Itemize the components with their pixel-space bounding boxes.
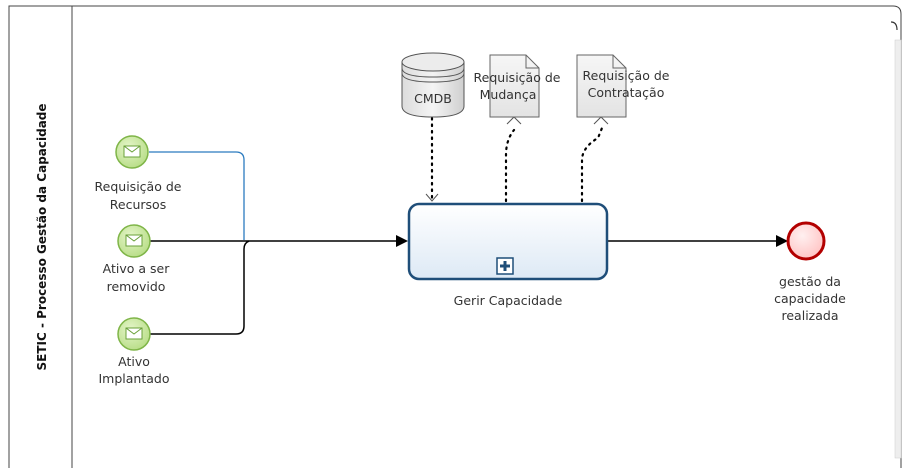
document-label-line1: Requisição de xyxy=(474,70,561,85)
data-store-cmdb[interactable]: CMDB xyxy=(401,52,465,118)
end-event-gestao-realizada[interactable]: gestão da capacidade realizada xyxy=(774,221,846,323)
pool-resize-handles[interactable] xyxy=(890,21,902,459)
association-arrow-cmdb xyxy=(425,193,439,202)
document-requisicao-mudanca[interactable]: Requisição de Mudança xyxy=(474,54,561,118)
data-store-label: CMDB xyxy=(414,91,452,106)
association-contratacao[interactable] xyxy=(580,126,604,203)
subprocess-expand-icon[interactable] xyxy=(496,257,514,275)
pool[interactable]: SETIC - Processo Gestão da Capacidade xyxy=(8,5,902,468)
flow-arrowhead xyxy=(396,235,408,247)
start-event-ativo-removido[interactable]: Ativo a ser removido xyxy=(103,224,171,294)
pool-scroll-edge[interactable] xyxy=(894,39,902,459)
association-arrow-mudanca xyxy=(506,116,522,125)
start-event-label-line2: removido xyxy=(107,279,166,294)
start-event-label-line1: Ativo xyxy=(118,354,150,369)
association-mudanca[interactable] xyxy=(504,128,516,203)
pool-label: SETIC - Processo Gestão da Capacidade xyxy=(35,103,49,370)
start-event-label-line1: Requisição de xyxy=(95,179,182,194)
data-associations xyxy=(425,116,609,203)
document-label-line2: Contratação xyxy=(588,85,665,100)
association-arrow-contratacao xyxy=(593,116,609,125)
flow-requisicao-recursos[interactable] xyxy=(149,151,245,240)
sequence-flows xyxy=(149,151,788,335)
document-label-line1: Requisição de xyxy=(583,68,670,83)
document-requisicao-contratacao[interactable]: Requisição de Contratação xyxy=(576,54,670,118)
start-event-label-line2: Implantado xyxy=(99,371,170,386)
end-event-label-line2: capacidade xyxy=(774,291,846,306)
flow-arrowhead-end xyxy=(776,235,788,247)
start-event-ativo-implantado[interactable]: Ativo Implantado xyxy=(99,317,170,386)
start-event-label-line1: Ativo a ser xyxy=(103,261,171,276)
flow-ativo-implantado[interactable] xyxy=(150,240,250,335)
task-gerir-capacidade[interactable]: Gerir Capacidade xyxy=(407,202,609,308)
end-event-label-line1: gestão da xyxy=(779,274,841,289)
end-event-label-line3: realizada xyxy=(782,308,839,323)
task-label: Gerir Capacidade xyxy=(454,293,563,308)
start-event-label-line2: Recursos xyxy=(110,197,166,212)
start-event-requisicao-recursos[interactable]: Requisição de Recursos xyxy=(95,135,182,212)
document-label-line2: Mudança xyxy=(480,87,537,102)
